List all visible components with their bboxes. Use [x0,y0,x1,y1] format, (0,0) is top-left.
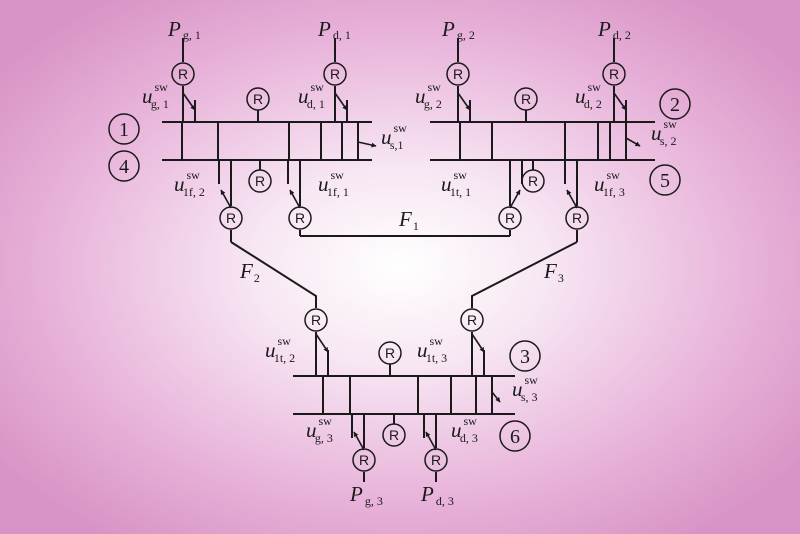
area-4-marker: 4 [108,150,140,182]
line-f3 [471,241,578,308]
svg-text:R: R [609,66,619,82]
svg-text:6: 6 [510,426,520,448]
area-1-marker: 1 [108,113,140,145]
svg-text:4: 4 [119,156,129,178]
tie-line-labels: F1 F2 F3 [239,207,564,285]
relay-pg2: R [446,62,470,86]
svg-text:3: 3 [520,346,530,368]
relay-bus6: R [382,423,406,447]
bus-bars [162,121,655,415]
relays: R R R R R R R R R R R R R R R R R R [171,62,626,472]
label-f2: F2 [239,259,260,285]
svg-text:R: R [521,91,531,107]
bottom-feeders [351,414,437,482]
relay-f2-top: R [219,206,243,230]
bus-ties [181,122,599,414]
tie-lines [218,160,578,376]
label-f3: F3 [543,259,564,285]
svg-text:R: R [330,66,340,82]
area-5-marker: 5 [649,164,681,196]
svg-text:1: 1 [119,119,129,141]
relay-bus3: R [378,341,402,365]
relay-bus4: R [248,169,272,193]
line-f2 [230,241,317,308]
svg-text:R: R [385,345,395,361]
relay-bus2: R [514,87,538,111]
relay-f1-left: R [288,206,312,230]
svg-text:2: 2 [670,94,680,116]
svg-text:R: R [572,210,582,226]
relay-pd3: R [424,448,448,472]
relay-pg1: R [171,62,195,86]
svg-text:R: R [389,427,399,443]
svg-text:5: 5 [660,170,670,192]
svg-text:R: R [295,210,305,226]
svg-text:R: R [226,210,236,226]
svg-text:R: R [311,312,321,328]
svg-text:R: R [255,173,265,189]
relay-bus1: R [246,87,270,111]
svg-text:R: R [528,173,538,189]
area-markers: 1 4 2 5 3 6 [108,88,691,452]
label-f1: F1 [398,207,419,233]
area-6-marker: 6 [499,420,531,452]
svg-text:R: R [467,312,477,328]
relay-bus5: R [521,169,545,193]
svg-text:R: R [505,210,515,226]
top-feeders [182,38,627,376]
relay-pd1: R [323,62,347,86]
area-2-marker: 2 [659,88,691,120]
svg-text:R: R [431,452,441,468]
relay-f2-bottom: R [304,308,328,332]
svg-text:R: R [253,91,263,107]
area-3-marker: 3 [509,340,541,372]
svg-text:R: R [359,452,369,468]
relay-f1-right: R [498,206,522,230]
storage-stubs [341,122,641,414]
relay-f3-bottom: R [460,308,484,332]
relay-pd2: R [602,62,626,86]
svg-text:R: R [178,66,188,82]
relay-pg3: R [352,448,376,472]
svg-text:R: R [453,66,463,82]
relay-f3-top: R [565,206,589,230]
